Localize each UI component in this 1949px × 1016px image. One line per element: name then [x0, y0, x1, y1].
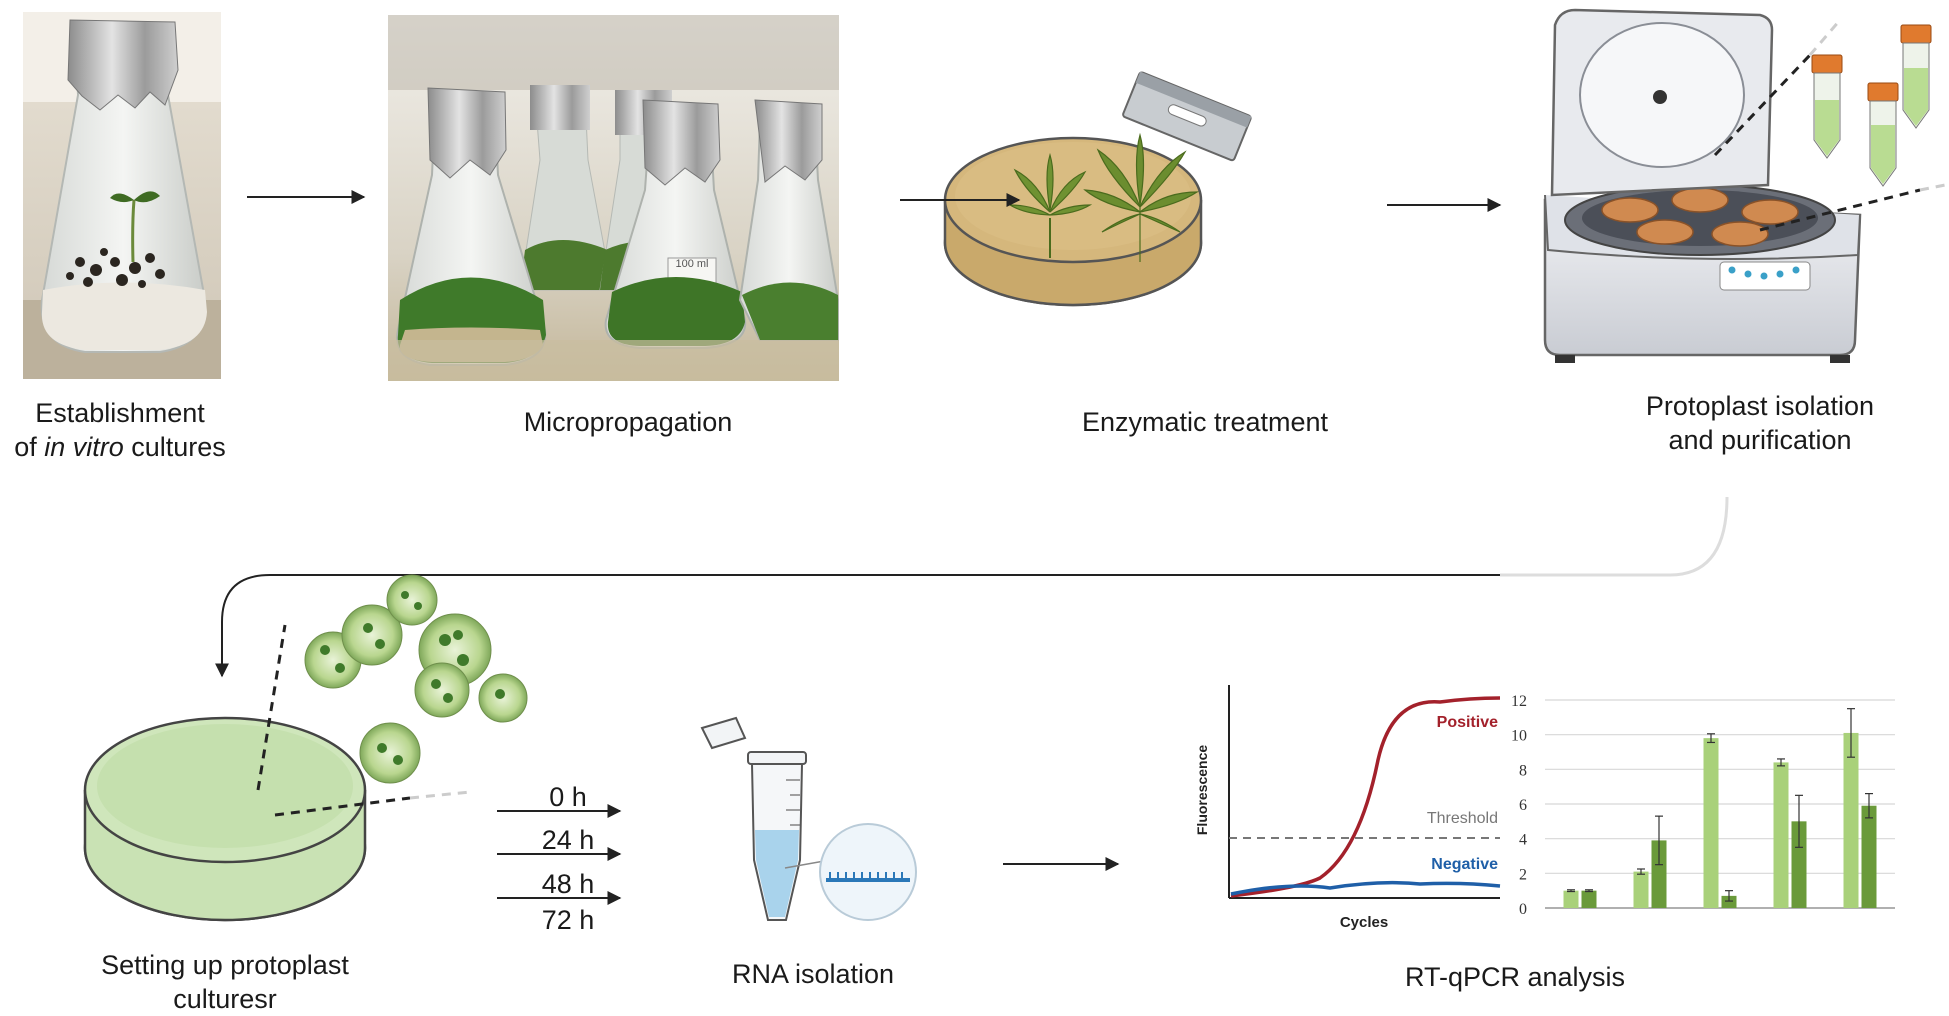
bar-y-tick-label: 6	[1519, 797, 1527, 814]
establishment-line1: Establishment	[35, 398, 205, 428]
centrifuge-leader-lines	[1713, 53, 1921, 232]
amp-xlabel: Cycles	[1340, 914, 1388, 931]
bar-series1-cat4	[1773, 762, 1789, 908]
bar-series2-cat3	[1721, 895, 1737, 908]
negative-label: Negative	[1431, 856, 1498, 873]
positive-label: Positive	[1437, 714, 1498, 731]
bar-y-tick-label: 4	[1519, 832, 1527, 849]
culture-line2: culturesr	[173, 984, 277, 1014]
bar-series1-cat1	[1563, 890, 1579, 908]
culture-label: Setting up protoplast culturesr	[60, 948, 390, 1016]
bar-series2-cat5	[1861, 805, 1877, 908]
negative-curve	[1230, 880, 1501, 896]
establishment-photo	[23, 12, 221, 379]
culture-leader-lines	[256, 624, 411, 817]
amp-ylabel: Fluorescence	[1194, 745, 1210, 835]
establishment-line2: of in vitro cultures	[0, 430, 240, 464]
centrifuge-icon	[1543, 8, 1862, 363]
timepoint-72h: 72 h	[542, 905, 595, 935]
micropropagation-photo: 100 ml	[388, 15, 839, 381]
establishment-prefix: of	[14, 432, 45, 462]
timepoint-labels: 0 h 24 h 48 h 72 h	[542, 782, 595, 935]
rna-label: RNA isolation	[731, 959, 895, 989]
bar-y-tick-label: 2	[1519, 866, 1527, 883]
bar-series2-cat4	[1791, 821, 1807, 908]
protoplast-line2: and purification	[1668, 425, 1852, 455]
bar-y-tick-label: 8	[1519, 762, 1527, 779]
rna-magnifier	[784, 823, 917, 921]
cannabis-leaf-icon	[1007, 152, 1093, 258]
bar-y-tick-label: 12	[1511, 693, 1527, 710]
establishment-suffix: cultures	[123, 432, 226, 462]
protoplast-cells	[304, 574, 528, 784]
petri-dish-enzymatic	[943, 71, 1252, 307]
flask-center: 100 ml	[604, 99, 747, 349]
protoplast-label: Protoplast isolation and purification	[1600, 389, 1920, 457]
protoplast-line1: Protoplast isolation	[1645, 391, 1875, 421]
bar-series2-cat2	[1651, 840, 1667, 908]
amplification-plot: Fluorescence Cycles Positive Threshold N…	[1194, 685, 1501, 931]
microtube-icon	[700, 716, 807, 921]
micropropagation-label: Micropropagation	[523, 407, 733, 437]
flask-volume-label: 100 ml	[675, 258, 708, 270]
timepoint-arrows	[497, 804, 622, 905]
bar-series1-cat3	[1703, 738, 1719, 908]
process-arrows	[247, 190, 1502, 871]
razor-blade-icon	[1122, 71, 1252, 162]
culture-line1: Setting up protoplast	[101, 950, 349, 980]
establishment-italic: in vitro	[44, 432, 124, 462]
threshold-label: Threshold	[1427, 810, 1498, 827]
bar-y-tick-label: 10	[1511, 728, 1527, 745]
establishment-label: Establishment of in vitro cultures	[0, 396, 240, 464]
return-arrow-fade	[1500, 496, 1729, 577]
culture-dish	[83, 716, 367, 922]
bar-series1-cat2	[1633, 871, 1649, 908]
bar-y-tick-label: 0	[1519, 901, 1527, 918]
positive-curve	[1230, 696, 1501, 898]
culture-leader-fade	[409, 790, 471, 800]
falcon-tubes-icon	[1811, 24, 1932, 187]
timepoint-48h: 48 h	[542, 869, 595, 899]
bar-series1-cat5	[1843, 732, 1859, 908]
centrifuge-leader-fade	[1808, 19, 1946, 192]
timepoint-0h: 0 h	[549, 782, 587, 812]
expression-bar-chart: 0 2 4 6 8 10 12	[1511, 693, 1895, 918]
flask-right	[738, 99, 839, 341]
cannabis-leaf-icon	[1083, 132, 1200, 262]
enzymatic-label: Enzymatic treatment	[1081, 407, 1329, 437]
timepoint-24h: 24 h	[542, 825, 595, 855]
rtqpcr-label: RT-qPCR analysis	[1404, 962, 1626, 992]
bar-series2-cat1	[1581, 890, 1597, 908]
